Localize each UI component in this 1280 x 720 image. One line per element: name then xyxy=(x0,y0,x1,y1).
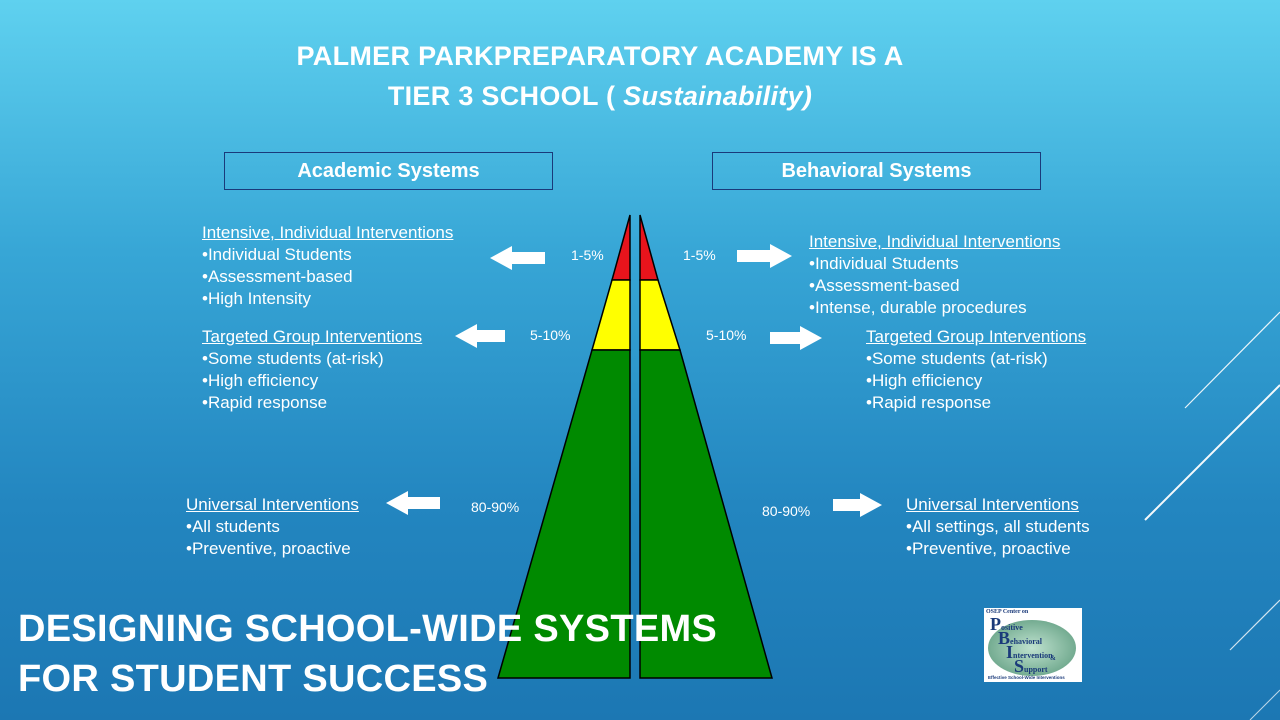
list-item: •Some students (at-risk) xyxy=(202,349,384,368)
behavioral-targeted-percent: 5-10% xyxy=(706,327,747,343)
list-item: •Rapid response xyxy=(866,393,992,412)
list-item: •Preventive, proactive xyxy=(906,539,1071,558)
arrow-left-universal-icon xyxy=(386,491,440,515)
footer-line-2: FOR STUDENT SUCCESS xyxy=(18,658,489,700)
arrow-right-universal-icon xyxy=(833,493,882,517)
title-line-2: TIER 3 SCHOOL ( Sustainability) xyxy=(200,76,1000,116)
logo-amp: & xyxy=(1050,654,1056,662)
list-item: •Individual Students xyxy=(809,254,959,273)
academic-universal-heading: Universal Interventions xyxy=(186,495,359,514)
list-item: •Rapid response xyxy=(202,393,328,412)
list-item: •Individual Students xyxy=(202,245,352,264)
list-item: •Assessment-based xyxy=(202,267,353,286)
academic-universal-block: Universal Interventions •All students •P… xyxy=(186,494,359,560)
logo-line-i: Intervention xyxy=(1006,642,1053,662)
arrow-left-intensive-icon xyxy=(490,246,545,270)
list-item: •All students xyxy=(186,517,280,536)
behavioral-intensive-percent: 1-5% xyxy=(683,247,716,263)
pbis-logo: OSEP Center on Positive Behavioral Inter… xyxy=(984,608,1082,682)
logo-line-s: Support xyxy=(1014,656,1048,676)
title-line-1: PALMER PARKPREPARATORY ACADEMY IS A xyxy=(296,41,904,71)
logo-globe xyxy=(988,620,1076,676)
list-item: •High efficiency xyxy=(202,371,319,390)
list-item: •Some students (at-risk) xyxy=(866,349,1048,368)
behavioral-targeted-block: Targeted Group Interventions •Some stude… xyxy=(866,326,1086,414)
academic-targeted-percent: 5-10% xyxy=(530,327,571,343)
list-item: •All settings, all students xyxy=(906,517,1090,536)
academic-intensive-percent: 1-5% xyxy=(571,247,604,263)
behavioral-tier-1 xyxy=(639,349,773,679)
title-line-2-plain: TIER 3 SCHOOL ( xyxy=(387,81,616,111)
list-item: •Assessment-based xyxy=(809,276,960,295)
logo-top-text: OSEP Center on xyxy=(986,609,1029,615)
logo-bottom-text: Effective School-Wide Interventions xyxy=(988,675,1065,680)
academic-intensive-heading: Intensive, Individual Interventions xyxy=(202,223,454,242)
behavioral-intensive-block: Intensive, Individual Interventions •Ind… xyxy=(809,231,1060,319)
behavioral-universal-heading: Universal Interventions xyxy=(906,495,1079,514)
footer-title: DESIGNING SCHOOL-WIDE SYSTEMS FOR STUDEN… xyxy=(18,604,717,704)
behavioral-systems-header: Behavioral Systems xyxy=(712,152,1041,190)
academic-tier-1 xyxy=(497,349,631,679)
list-item: •High Intensity xyxy=(202,289,311,308)
list-item: •Intense, durable procedures xyxy=(809,298,1027,317)
academic-targeted-heading: Targeted Group Interventions xyxy=(202,327,423,346)
behavioral-universal-percent: 80-90% xyxy=(762,503,811,519)
behavioral-intensive-heading: Intensive, Individual Interventions xyxy=(809,232,1061,251)
academic-universal-percent: 80-90% xyxy=(471,499,520,515)
behavioral-universal-block: Universal Interventions •All settings, a… xyxy=(906,494,1090,560)
title-line-2-italic: Sustainability) xyxy=(615,81,813,111)
list-item: •Preventive, proactive xyxy=(186,539,351,558)
arrow-right-targeted-icon xyxy=(770,326,822,350)
behavioral-targeted-heading: Targeted Group Interventions xyxy=(866,327,1087,346)
arrow-right-intensive-icon xyxy=(737,244,792,268)
arrow-left-targeted-icon xyxy=(455,324,505,348)
academic-intensive-block: Intensive, Individual Interventions •Ind… xyxy=(202,222,453,310)
academic-targeted-block: Targeted Group Interventions •Some stude… xyxy=(202,326,422,414)
list-item: •High efficiency xyxy=(866,371,983,390)
logo-line-b: Behavioral xyxy=(998,628,1043,648)
footer-line-1: DESIGNING SCHOOL-WIDE SYSTEMS xyxy=(18,608,718,650)
logo-line-p: Positive xyxy=(990,614,1023,634)
academic-systems-header: Academic Systems xyxy=(224,152,553,190)
slide-title: PALMER PARKPREPARATORY ACADEMY IS A TIER… xyxy=(200,36,1000,116)
